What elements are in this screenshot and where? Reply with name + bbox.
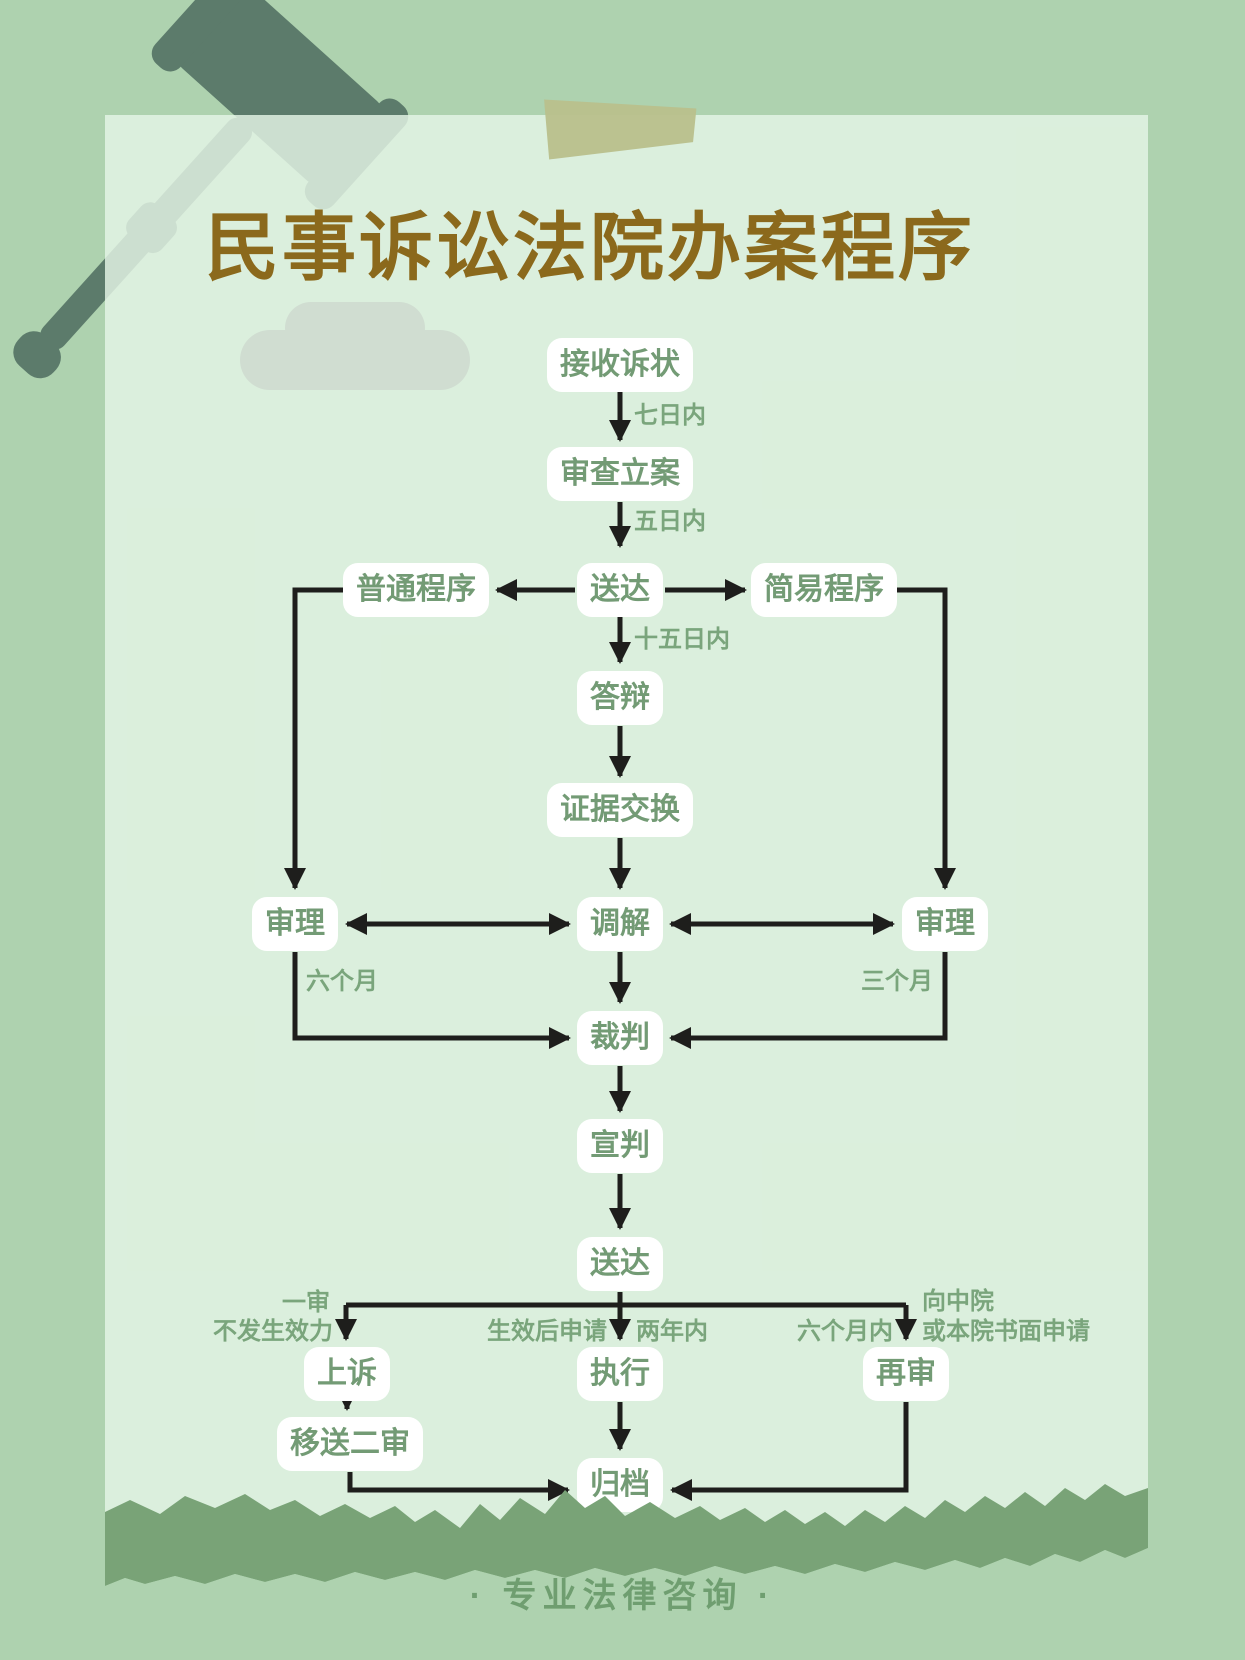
edge-label-first-instance: 一审 [282,1289,330,1316]
edge-label-within-two-years: 两年内 [636,1318,708,1345]
node-service-2: 送达 [577,1237,663,1291]
edge-label-five-days: 五日内 [634,508,706,535]
node-ordinary-procedure: 普通程序 [343,563,489,617]
node-trial-left: 审理 [252,897,338,951]
node-mediation: 调解 [577,897,663,951]
node-retrial: 再审 [863,1347,949,1401]
cloud-icon [240,330,470,390]
node-transfer-second-instance: 移送二审 [277,1417,423,1471]
torn-edge [105,1484,1148,1660]
edge-label-six-months: 六个月 [306,968,378,995]
edge-label-apply-after-effective: 生效后申请 [487,1318,607,1345]
node-summary-procedure: 简易程序 [751,563,897,617]
edge-label-seven-days: 七日内 [634,402,706,429]
page-title: 民事诉讼法院办案程序 [205,208,975,290]
node-appeal: 上诉 [304,1347,390,1401]
edge-label-within-six-months: 六个月内 [797,1318,893,1345]
node-service-1: 送达 [577,563,663,617]
node-trial-right: 审理 [902,897,988,951]
edge-label-fifteen-days: 十五日内 [634,626,730,653]
node-judgment: 裁判 [577,1011,663,1065]
edge-label-to-intermediate-court: 向中院 [922,1288,994,1315]
node-defense-reply: 答辩 [577,671,663,725]
edge-label-not-effective: 不发生效力 [213,1318,333,1345]
edge-label-or-written-application: 或本院书面申请 [922,1318,1090,1345]
node-evidence-exchange: 证据交换 [547,783,693,837]
node-receive-complaint: 接收诉状 [547,338,693,392]
footer-slogan: · 专业法律咨询 · [469,1577,776,1615]
edge-label-three-months: 三个月 [861,968,933,995]
node-review-filing: 审查立案 [547,447,693,501]
node-pronouncement: 宣判 [577,1119,663,1173]
node-enforcement: 执行 [577,1347,663,1401]
